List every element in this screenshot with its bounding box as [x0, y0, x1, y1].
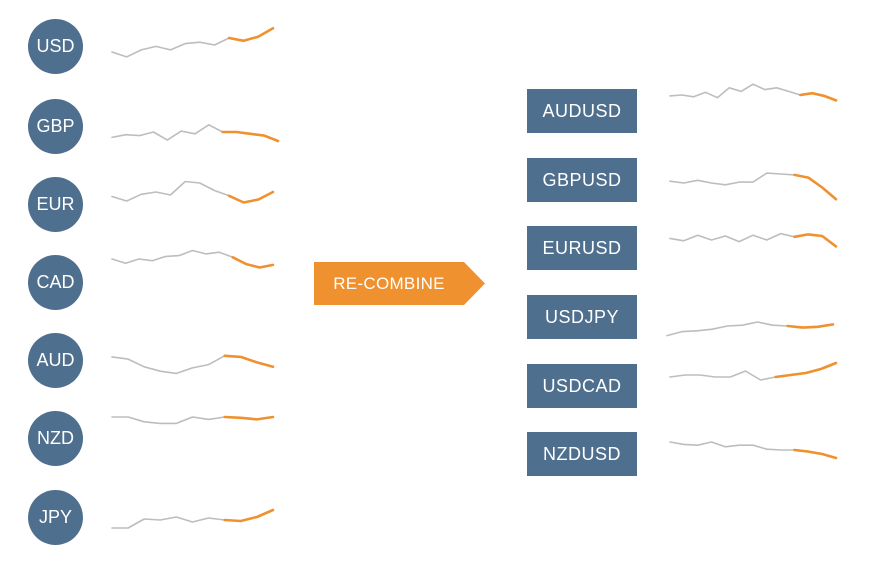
sparkline-eur	[111, 180, 275, 204]
currency-code: JPY	[38, 507, 72, 527]
recent-line	[231, 255, 275, 269]
pair-code: AUDUSD	[542, 100, 622, 121]
currency-badge-aud: AUD	[28, 333, 83, 388]
history-line	[111, 416, 226, 425]
history-line	[111, 180, 230, 202]
sparkline-usd	[111, 26, 275, 58]
pair-code: GBPUSD	[542, 169, 622, 190]
currency-code: USD	[36, 36, 75, 56]
recent-line	[221, 130, 280, 143]
sparkline-jpy	[111, 508, 275, 529]
arrow-shape	[314, 262, 485, 305]
currency-code: EUR	[36, 194, 75, 214]
sparkline-audusd	[669, 83, 838, 102]
history-line	[669, 232, 796, 243]
recent-line	[786, 323, 835, 329]
sparkline-usdjpy	[666, 321, 835, 337]
sparkline-nzdusd	[669, 441, 838, 460]
currency-badge-nzd: NZD	[28, 411, 83, 466]
history-line	[669, 83, 802, 99]
pair-box-usdjpy: USDJPY	[527, 295, 637, 339]
currency-code: AUD	[36, 350, 75, 370]
sparkline-nzd	[111, 415, 275, 425]
sparkline-gbp	[111, 124, 280, 143]
pair-box-usdcad: USDCAD	[527, 364, 637, 408]
sparkline-eurusd	[669, 232, 838, 248]
history-line	[669, 172, 796, 186]
history-line	[111, 37, 230, 58]
currency-badge-gbp: GBP	[28, 99, 83, 154]
currency-code: NZD	[37, 428, 74, 448]
pair-box-gbpusd: GBPUSD	[527, 158, 637, 202]
recent-line	[799, 91, 838, 102]
recombine-label: RE-COMBINE	[333, 273, 445, 293]
sparkline-usdcad	[669, 361, 838, 381]
currency-badge-eur: EUR	[28, 177, 83, 232]
currency-code: GBP	[36, 116, 75, 136]
sparkline-gbpusd	[669, 172, 838, 201]
recent-line	[793, 173, 838, 201]
history-line	[111, 355, 226, 375]
pair-code: EURUSD	[542, 237, 622, 258]
history-line	[111, 516, 226, 529]
sparkline-cad	[111, 249, 275, 269]
history-line	[669, 441, 796, 451]
recent-line	[223, 354, 275, 369]
recent-line	[227, 190, 275, 204]
sparkline-aud	[111, 354, 275, 375]
recent-line	[774, 361, 838, 379]
history-line	[111, 249, 234, 265]
history-line	[111, 124, 224, 141]
currency-badge-cad: CAD	[28, 255, 83, 310]
pair-box-eurusd: EURUSD	[527, 226, 637, 270]
recombine-arrow	[314, 262, 485, 305]
recent-line	[223, 508, 275, 523]
currency-badge-usd: USD	[28, 19, 83, 74]
currency-code: CAD	[36, 272, 75, 292]
pair-box-audusd: AUDUSD	[527, 89, 637, 133]
currency-badge-jpy: JPY	[28, 490, 83, 545]
pair-code: NZDUSD	[543, 443, 621, 464]
history-line	[666, 321, 789, 337]
recent-line	[223, 415, 275, 421]
history-line	[669, 370, 777, 381]
recent-line	[227, 26, 275, 43]
pair-code: USDJPY	[544, 306, 619, 327]
recent-line	[793, 448, 838, 460]
pair-code: USDCAD	[542, 375, 622, 396]
recent-line	[793, 233, 838, 248]
pair-box-nzdusd: NZDUSD	[527, 432, 637, 476]
